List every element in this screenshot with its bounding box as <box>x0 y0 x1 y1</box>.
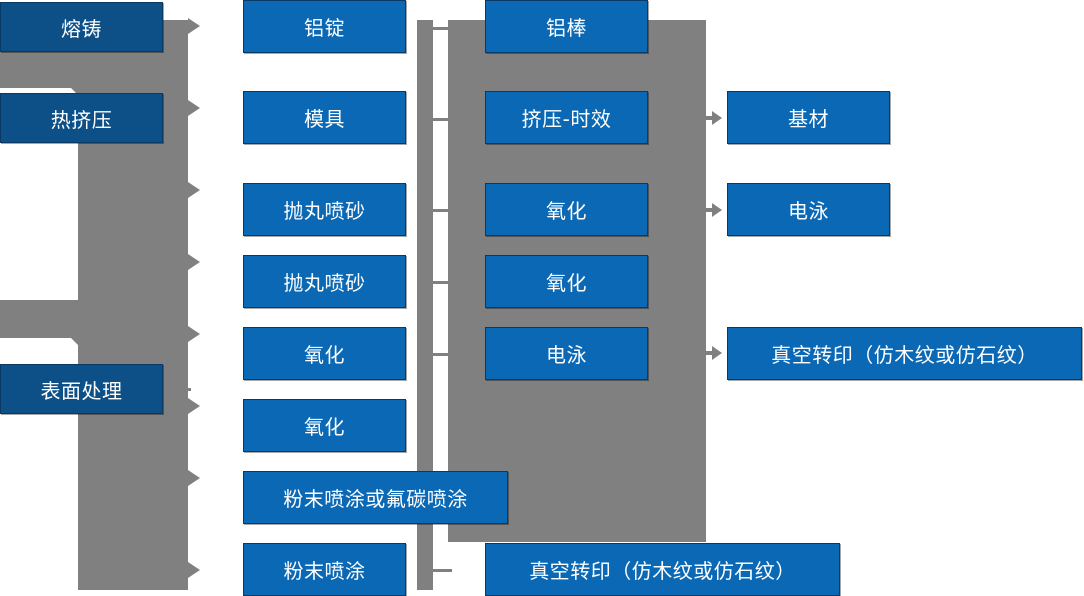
output-box-substrate[interactable]: 基材 <box>727 91 890 144</box>
connector-stem-out-2 <box>700 208 714 212</box>
connector-arrow-to-mat-7 <box>188 470 200 486</box>
output-label-substrate: 基材 <box>788 107 829 131</box>
connector-arrow-to-out-3 <box>712 346 722 360</box>
connector-arrow-to-mat-3 <box>188 182 200 198</box>
process-box-vacuum-transfer[interactable]: 真空转印（仿木纹或仿石纹） <box>485 543 840 596</box>
connector-down-arrow-2 <box>69 336 87 345</box>
process-box-bar[interactable]: 铝棒 <box>485 0 648 53</box>
stage-box-melting[interactable]: 熔铸 <box>0 2 163 52</box>
material-box-ingot[interactable]: 铝锭 <box>243 0 406 53</box>
process-label-electrophoresis: 电泳 <box>546 343 587 367</box>
stage-label-extrude: 热挤压 <box>50 107 113 132</box>
connector-mid-spine-upper <box>417 20 433 490</box>
process-label-extrude-age: 挤压-时效 <box>521 107 612 131</box>
connector-tick-4 <box>430 281 452 284</box>
output-box-electrophoresis[interactable]: 电泳 <box>727 183 890 236</box>
material-label-powder-fluorocarbon: 粉末喷涂或氟碳喷涂 <box>283 487 468 511</box>
process-box-oxidize-1[interactable]: 氧化 <box>485 183 648 236</box>
connector-left-branch <box>0 52 100 88</box>
stage-label-surface: 表面处理 <box>40 378 123 403</box>
material-box-oxidize-1[interactable]: 氧化 <box>243 327 406 380</box>
output-box-vacuum-transfer[interactable]: 真空转印（仿木纹或仿石纹） <box>727 327 1082 380</box>
connector-arrow-to-out-1 <box>712 111 722 125</box>
material-label-shotblast-1: 抛丸喷砂 <box>283 199 366 223</box>
material-box-powder[interactable]: 粉末喷涂 <box>243 543 406 596</box>
connector-arrow-to-mat-4 <box>188 254 200 270</box>
connector-tick-1 <box>430 27 452 30</box>
connector-arrow-to-out-2 <box>712 203 722 217</box>
process-label-oxidize-1: 氧化 <box>546 199 587 223</box>
process-box-extrude-age[interactable]: 挤压-时效 <box>485 91 648 144</box>
stage-box-surface[interactable]: 表面处理 <box>0 364 163 414</box>
output-label-vacuum-transfer: 真空转印（仿木纹或仿石纹） <box>771 343 1038 367</box>
material-label-powder: 粉末喷涂 <box>283 559 366 583</box>
material-box-shotblast-2[interactable]: 抛丸喷砂 <box>243 255 406 308</box>
process-box-oxidize-2[interactable]: 氧化 <box>485 255 648 308</box>
connector-tick-5 <box>430 353 452 356</box>
connector-tick-6 <box>430 569 452 572</box>
process-label-vacuum-transfer: 真空转印（仿木纹或仿石纹） <box>529 559 796 583</box>
material-box-shotblast-1[interactable]: 抛丸喷砂 <box>243 183 406 236</box>
stage-box-extrude[interactable]: 热挤压 <box>0 93 163 143</box>
material-label-mold: 模具 <box>304 107 345 131</box>
connector-tick-2 <box>430 118 452 121</box>
connector-stem-out-3 <box>700 351 714 355</box>
connector-arrow-to-mat-8 <box>188 562 200 578</box>
material-box-mold[interactable]: 模具 <box>243 91 406 144</box>
process-label-bar: 铝棒 <box>546 16 587 40</box>
connector-stem-out-1 <box>700 116 714 120</box>
connector-tick-3 <box>430 209 452 212</box>
connector-arrow-to-mat-1 <box>188 18 200 34</box>
connector-arrow-to-mat-5 <box>188 326 200 342</box>
connector-left-branch-2 <box>0 300 100 338</box>
process-box-electrophoresis[interactable]: 电泳 <box>485 327 648 380</box>
output-label-electrophoresis: 电泳 <box>788 199 829 223</box>
material-label-shotblast-2: 抛丸喷砂 <box>283 271 366 295</box>
process-label-oxidize-2: 氧化 <box>546 271 587 295</box>
material-label-oxidize-2: 氧化 <box>304 415 345 439</box>
material-label-ingot: 铝锭 <box>304 16 345 40</box>
material-box-oxidize-2[interactable]: 氧化 <box>243 399 406 452</box>
connector-arrow-to-mat-6 <box>188 398 200 414</box>
stage-label-melting: 熔铸 <box>61 16 102 41</box>
connector-arrow-to-mat-2 <box>188 100 200 116</box>
connector-surface-stub <box>163 388 191 391</box>
material-box-powder-fluorocarbon[interactable]: 粉末喷涂或氟碳喷涂 <box>243 471 508 524</box>
connector-down-arrow-1 <box>69 86 87 95</box>
material-label-oxidize-1: 氧化 <box>304 343 345 367</box>
